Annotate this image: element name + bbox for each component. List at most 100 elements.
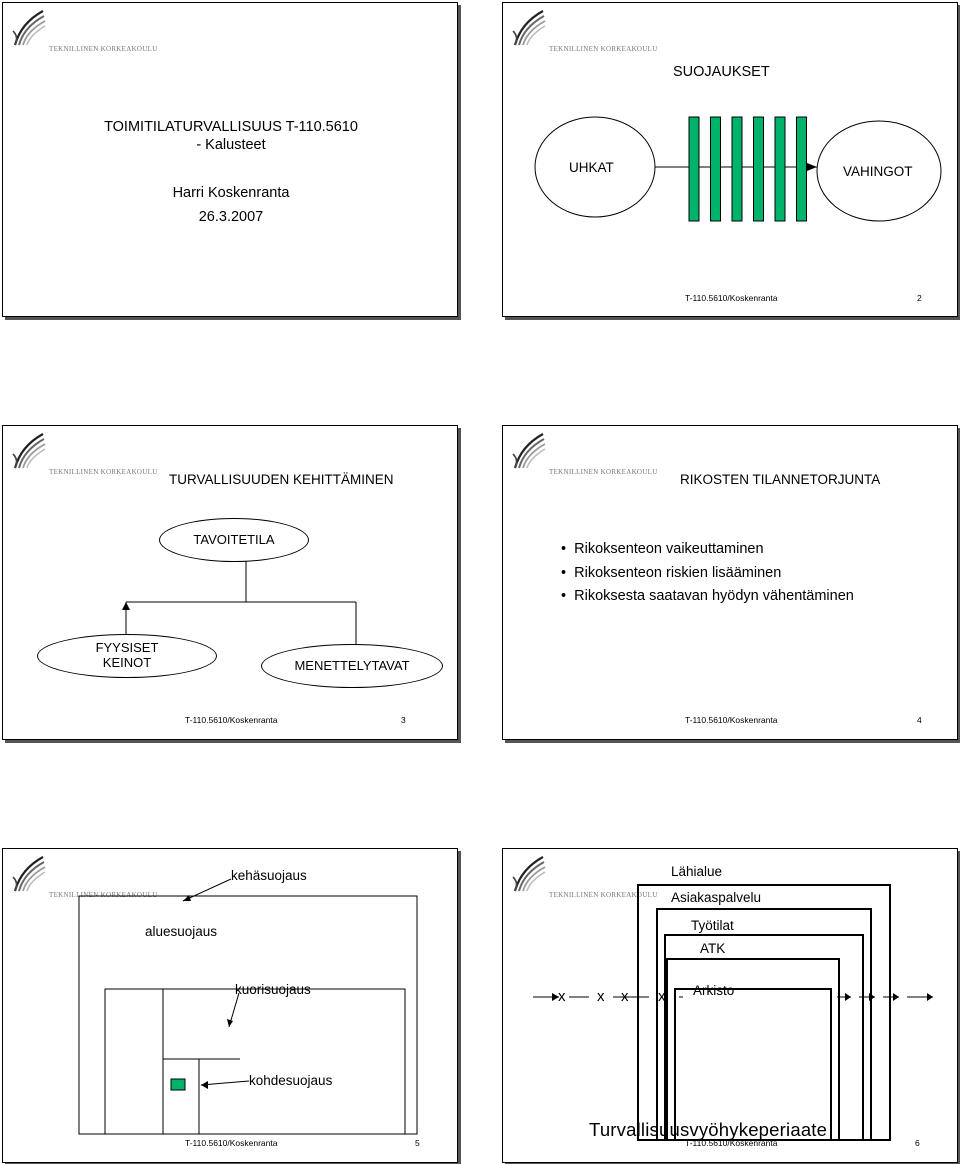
shell-protection-label: kuorisuojaus bbox=[235, 982, 311, 997]
arrow-head-icon bbox=[807, 163, 817, 171]
pointer-line bbox=[182, 878, 232, 902]
barrier-group bbox=[688, 116, 807, 222]
shell-boundary bbox=[104, 988, 406, 1135]
arrow-head-icon bbox=[869, 993, 875, 1001]
logo-text: TEKNILLINEN KORKEAKOULU bbox=[49, 468, 158, 476]
slide-title-line-2: - Kalusteet bbox=[196, 137, 266, 153]
crossing-mark: x bbox=[597, 988, 605, 1005]
slide-footer: T-110.5610/Koskenranta bbox=[685, 293, 778, 303]
logo-text: TEKNILLINEN KORKEAKOULU bbox=[49, 891, 158, 899]
target-boundary bbox=[162, 1058, 200, 1135]
bullet-item: • Rikoksesta saatavan hyödyn vähentämine… bbox=[561, 588, 854, 604]
slide-title-line-1: TOIMITILATURVALLISUUS T-110.5610 bbox=[104, 119, 358, 135]
zone-label-customer-service: Asiakaspalvelu bbox=[671, 890, 762, 905]
damage-ellipse bbox=[816, 120, 942, 222]
zone-boundary bbox=[674, 988, 832, 1141]
zone-label-workspaces: Työtilat bbox=[691, 918, 734, 933]
university-logo: TEKNILLINEN KORKEAKOULU bbox=[511, 432, 657, 478]
procedures-label: MENETTELYTAVAT bbox=[294, 657, 410, 673]
logo-text: TEKNILLINEN KORKEAKOULU bbox=[49, 45, 158, 53]
perimeter-protection-label: kehäsuojaus bbox=[231, 868, 307, 883]
slide-6: TEKNILLINEN KORKEAKOULU Lähialue Asiakas… bbox=[502, 848, 958, 1163]
threat-barrier-diagram bbox=[534, 116, 942, 222]
arrow-head-icon bbox=[122, 602, 130, 610]
arrow-head-icon bbox=[552, 993, 559, 1001]
target-state-label: TAVOITETILA bbox=[193, 531, 275, 547]
slide-footer: T-110.5610/Koskenranta bbox=[185, 715, 278, 725]
barrier-bar bbox=[710, 116, 721, 222]
arrow-head-icon bbox=[845, 993, 851, 1001]
zone-label-it: ATK bbox=[700, 941, 726, 956]
arrow-head-icon bbox=[893, 993, 899, 1001]
barrier-bar bbox=[688, 116, 700, 222]
slide-footer: T-110.5610/Koskenranta bbox=[685, 715, 778, 725]
page-number: 6 bbox=[915, 1138, 920, 1148]
slide-2: TEKNILLINEN KORKEAKOULU SUOJAUKSET UHKAT… bbox=[502, 2, 958, 317]
bullet-icon: • bbox=[561, 565, 567, 581]
logo-emblem-icon bbox=[12, 433, 46, 469]
bullet-text: Rikoksesta saatavan hyödyn vähentäminen bbox=[574, 588, 854, 604]
area-protection-label: aluesuojaus bbox=[145, 924, 218, 939]
bullet-icon: • bbox=[561, 541, 567, 557]
slide-title: SUOJAUKSET bbox=[673, 64, 770, 80]
logo-emblem-icon bbox=[512, 433, 546, 469]
crossing-mark: x bbox=[658, 988, 666, 1005]
org-tree-connectors bbox=[122, 561, 357, 656]
page-number: 2 bbox=[917, 293, 922, 303]
bullet-text: Rikoksenteon vaikeuttaminen bbox=[574, 541, 764, 557]
university-logo: TEKNILLINEN KORKEAKOULU bbox=[11, 9, 157, 55]
zone-boundary bbox=[664, 934, 864, 1141]
author-name: Harri Koskenranta bbox=[172, 185, 290, 201]
physical-means-line-2: KEINOT bbox=[102, 655, 152, 670]
slide-footer: T-110.5610/Koskenranta bbox=[185, 1138, 278, 1148]
bullet-icon: • bbox=[561, 588, 567, 604]
slide-title: RIKOSTEN TILANNETORJUNTA bbox=[680, 472, 881, 487]
barrier-bar bbox=[731, 116, 743, 222]
university-logo: TEKNILLINEN KORKEAKOULU bbox=[11, 855, 157, 901]
pointer-line bbox=[200, 1080, 250, 1086]
barrier-bar bbox=[796, 116, 807, 222]
security-zones-diagram bbox=[533, 884, 933, 1141]
threat-label: UHKAT bbox=[569, 160, 614, 175]
logo-text: TEKNILLINEN KORKEAKOULU bbox=[549, 45, 658, 53]
zone-label-archive: Arkisto bbox=[693, 983, 735, 998]
area-boundary bbox=[78, 895, 418, 1135]
diagram-caption: Turvallisuusvyöhykeperiaate bbox=[589, 1119, 828, 1140]
slide-1: TEKNILLINEN KORKEAKOULU TOIMITILATURVALL… bbox=[2, 2, 458, 317]
university-logo: TEKNILLINEN KORKEAKOULU bbox=[11, 432, 157, 478]
slide-footer: T-110.5610/Koskenranta bbox=[685, 1138, 778, 1148]
page-number: 3 bbox=[401, 715, 406, 725]
target-state-node: TAVOITETILA bbox=[159, 518, 309, 562]
logo-emblem-icon bbox=[12, 856, 46, 892]
arrow-head-icon bbox=[927, 993, 933, 1001]
page-number: 5 bbox=[415, 1138, 420, 1148]
protected-asset-icon bbox=[170, 1078, 186, 1091]
bullet-text: Rikoksenteon riskien lisääminen bbox=[574, 565, 782, 581]
logo-text: TEKNILLINEN KORKEAKOULU bbox=[549, 891, 658, 899]
protection-layers-diagram bbox=[78, 878, 418, 1135]
crossing-mark: x bbox=[558, 988, 566, 1005]
bullet-item: • Rikoksenteon riskien lisääminen bbox=[561, 565, 781, 581]
procedures-node: MENETTELYTAVAT bbox=[261, 644, 443, 688]
presentation-date: 26.3.2007 bbox=[198, 209, 264, 225]
slide-4: TEKNILLINEN KORKEAKOULU RIKOSTEN TILANNE… bbox=[502, 425, 958, 740]
target-protection-label: kohdesuojaus bbox=[249, 1073, 333, 1088]
barrier-bar bbox=[753, 116, 764, 222]
page-number: 4 bbox=[917, 715, 922, 725]
bullet-item: • Rikoksenteon vaikeuttaminen bbox=[561, 541, 764, 557]
zone-label-nearby-area: Lähialue bbox=[671, 864, 723, 879]
logo-emblem-icon bbox=[512, 856, 546, 892]
logo-emblem-icon bbox=[12, 10, 46, 46]
slide-5: TEKNILLINEN KORKEAKOULU kehäsuojaus alue… bbox=[2, 848, 458, 1163]
logo-text: TEKNILLINEN KORKEAKOULU bbox=[549, 468, 658, 476]
crossing-mark: x bbox=[621, 988, 629, 1005]
barrier-bar bbox=[774, 116, 786, 222]
physical-means-line-1: FYYSISET bbox=[95, 640, 159, 656]
slide-title: TURVALLISUUDEN KEHITTÄMINEN bbox=[169, 472, 394, 487]
damage-label: VAHINGOT bbox=[843, 164, 913, 179]
logo-emblem-icon bbox=[512, 10, 546, 46]
slide-3: TEKNILLINEN KORKEAKOULU TURVALLISUUDEN K… bbox=[2, 425, 458, 740]
university-logo: TEKNILLINEN KORKEAKOULU bbox=[511, 855, 657, 901]
